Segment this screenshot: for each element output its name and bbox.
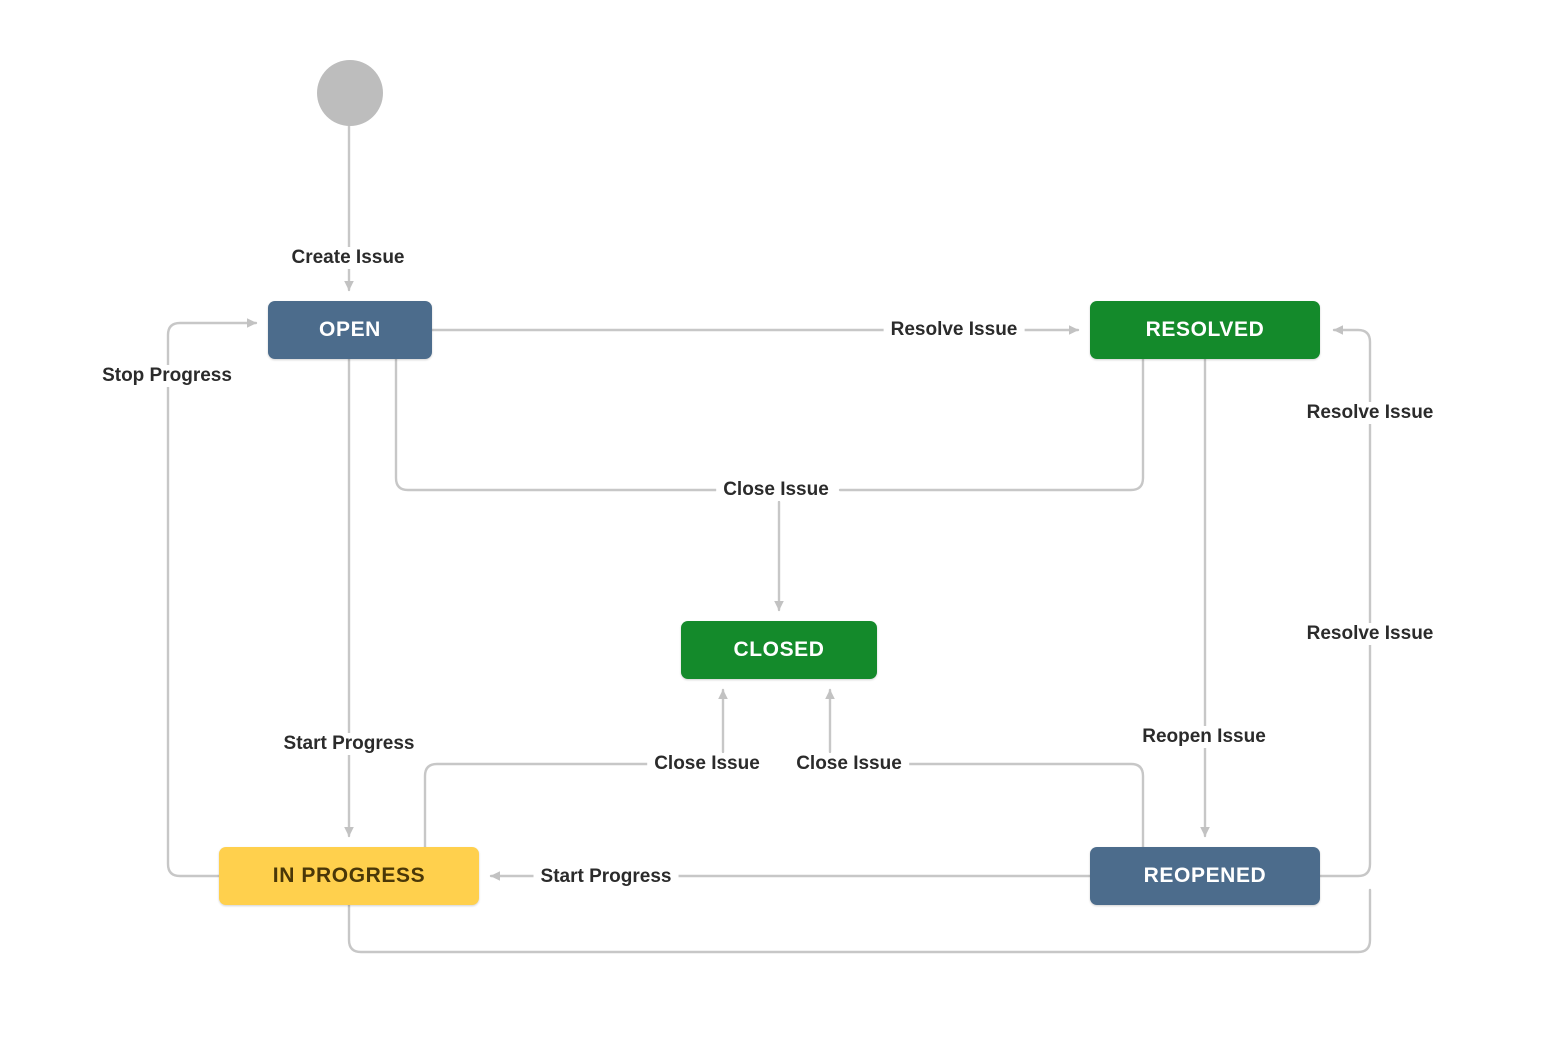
transition-label-stop-progress: Stop Progress (95, 365, 239, 387)
transition-label-reopened-resolve-issue: Resolve Issue (1299, 402, 1441, 424)
transition-label-start-progress-open: Start Progress (276, 733, 422, 755)
transition-label-start-progress-reopened: Start Progress (533, 866, 679, 888)
state-label-in-progress: IN PROGRESS (272, 864, 426, 887)
transition-label-close-issue-top: Close Issue (716, 479, 836, 501)
state-label-resolved: RESOLVED (1145, 318, 1265, 341)
state-node-reopened[interactable]: REOPENED (1090, 847, 1320, 905)
transition-label-open-resolved: Resolve Issue (883, 319, 1025, 341)
edge-open-closed-close-issue (394, 357, 718, 492)
state-node-closed[interactable]: CLOSED (681, 621, 877, 679)
transition-label-close-issue-left: Close Issue (647, 753, 767, 775)
state-label-closed: CLOSED (733, 638, 825, 661)
state-label-open: OPEN (319, 318, 381, 341)
start-node (317, 60, 383, 126)
edge-reopened-closed-close-issue (906, 762, 1145, 849)
state-node-resolved[interactable]: RESOLVED (1090, 301, 1320, 359)
state-node-in-progress[interactable]: IN PROGRESS (219, 847, 479, 905)
edge-in-progress-closed-close-issue (423, 762, 652, 849)
transition-label-create-issue: Create Issue (284, 247, 412, 269)
edge-resolved-closed-close-issue (838, 357, 1145, 492)
transition-label-reopen-issue: Reopen Issue (1135, 726, 1273, 748)
transition-label-close-issue-right: Close Issue (789, 753, 909, 775)
state-label-reopened: REOPENED (1143, 864, 1267, 887)
edge-in-progress-resolved-resolve-issue (347, 888, 1372, 954)
edge-in-progress-open-stop-progress (166, 318, 258, 878)
transition-label-in-progress-resolve-issue: Resolve Issue (1299, 623, 1441, 645)
state-node-open[interactable]: OPEN (268, 301, 432, 359)
edge-reopened-resolved-resolve-issue (1318, 325, 1372, 878)
